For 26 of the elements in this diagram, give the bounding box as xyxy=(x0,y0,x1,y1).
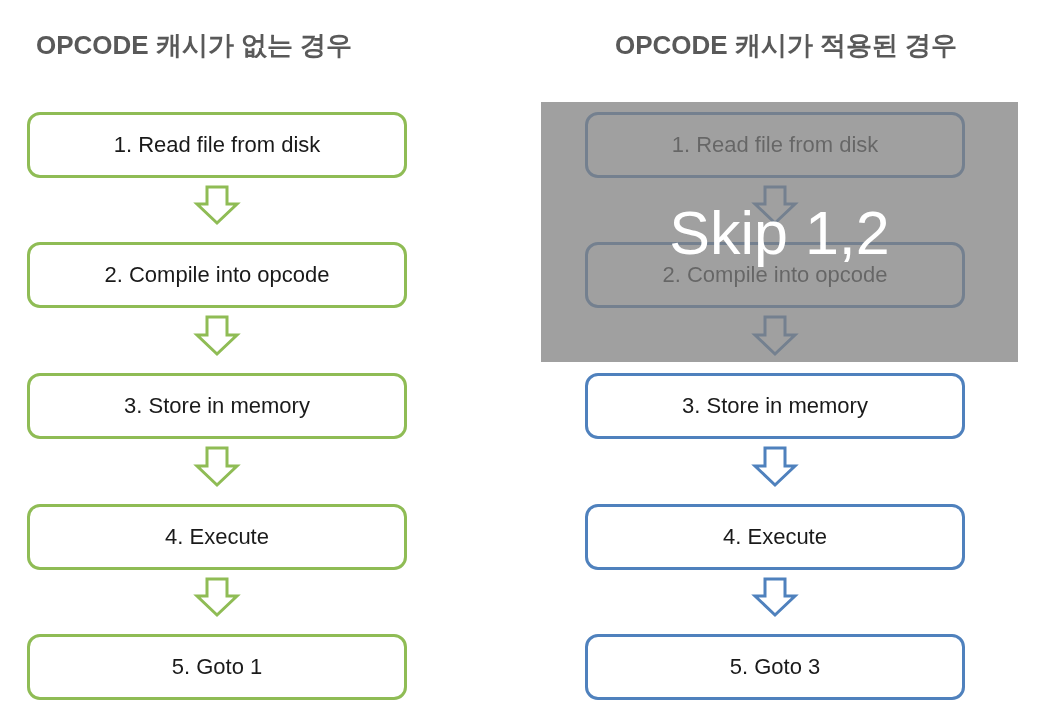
block-arrow xyxy=(193,577,241,618)
process-box xyxy=(585,504,965,570)
process-box xyxy=(27,242,407,308)
process-box xyxy=(27,112,407,178)
step-label: 4. Execute xyxy=(723,524,827,550)
step-label: 4. Execute xyxy=(165,524,269,550)
step-label: 3. Store in memory xyxy=(124,393,310,419)
process-box xyxy=(585,634,965,700)
step-label: 2. Compile into opcode xyxy=(104,262,330,288)
step-label: 5. Goto 3 xyxy=(729,654,821,680)
column-heading: OPCODE 캐시가 없는 경우 xyxy=(36,30,353,62)
step-label: 1. Read file from disk xyxy=(113,132,321,158)
process-box xyxy=(27,634,407,700)
column-heading: OPCODE 캐시가 적용된 경우 xyxy=(615,30,958,62)
process-box xyxy=(585,373,965,439)
block-arrow xyxy=(751,446,799,488)
block-arrow xyxy=(193,315,241,357)
overlay-panel xyxy=(541,102,1018,362)
block-arrow xyxy=(751,577,799,618)
process-box xyxy=(27,504,407,570)
block-arrow xyxy=(193,185,241,226)
step-label: 3. Store in memory xyxy=(682,393,868,419)
process-box xyxy=(27,373,407,439)
step-label: 5. Goto 1 xyxy=(171,654,263,680)
block-arrow xyxy=(193,446,241,488)
step-label: 1. Read file from disk xyxy=(671,132,879,158)
